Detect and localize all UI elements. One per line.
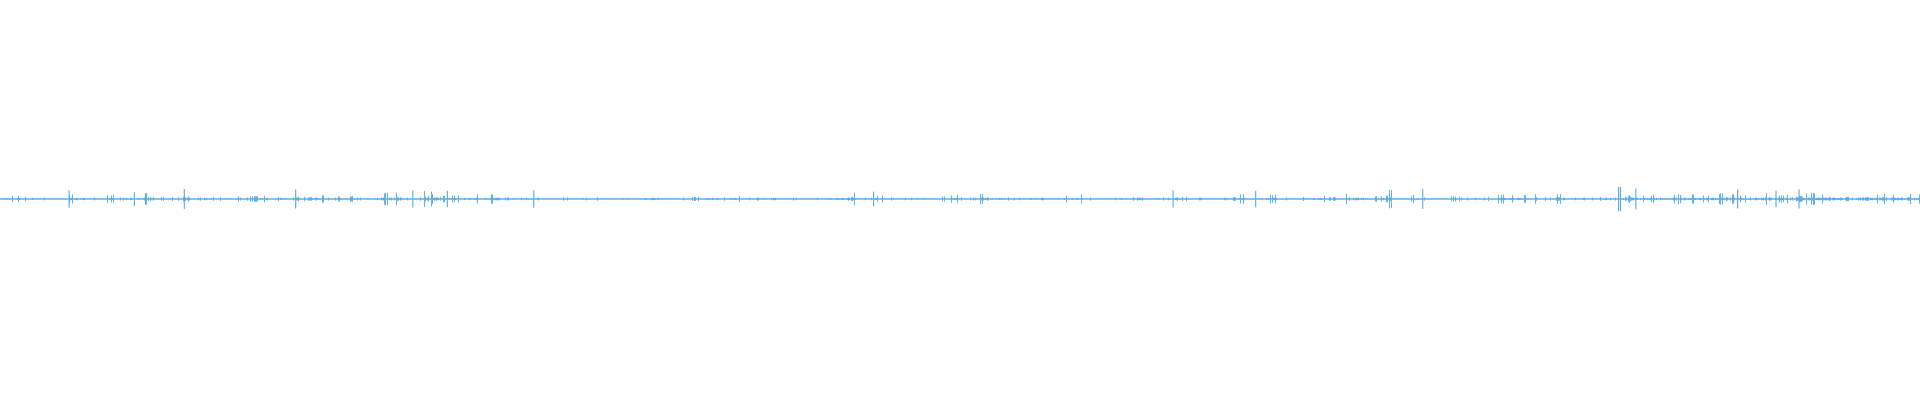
waveform-samples (0, 189, 1920, 209)
waveform-sample-path (0, 189, 1920, 209)
